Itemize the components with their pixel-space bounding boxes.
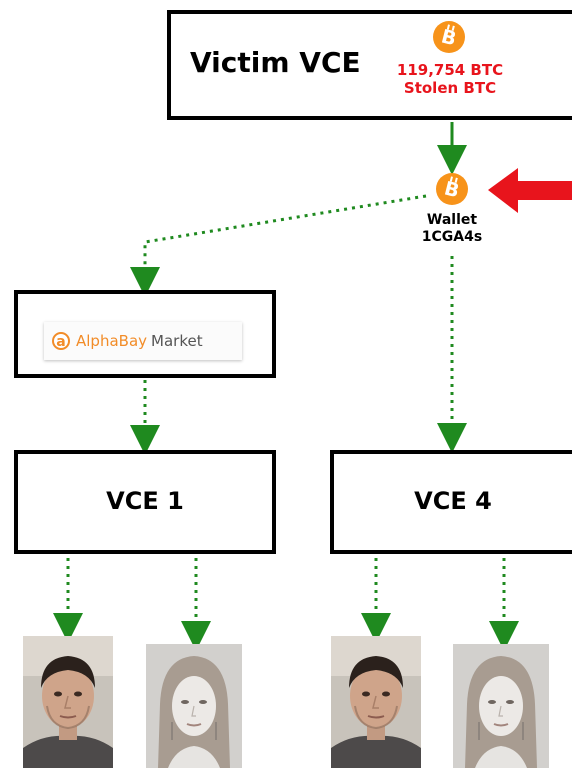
vce1-box <box>14 450 276 554</box>
person-photo-male-2 <box>331 636 421 768</box>
wallet-label: Wallet <box>426 212 478 228</box>
male-face-illustration <box>331 636 421 768</box>
victim-vce-label: Victim VCE <box>190 46 361 79</box>
red-pointer-arrow <box>488 168 572 213</box>
wallet-address: 1CGA4s <box>421 229 483 245</box>
victim-vce-box <box>167 10 572 120</box>
vce4-box <box>330 450 572 554</box>
vce1-label: VCE 1 <box>106 487 184 515</box>
person-photo-male <box>23 636 113 768</box>
female-face-illustration <box>146 644 242 768</box>
male-face-illustration <box>23 636 113 768</box>
alphabay-logo-icon: a <box>52 332 70 350</box>
person-photo-female-2 <box>453 644 549 768</box>
stolen-caption: Stolen BTC <box>403 79 497 97</box>
person-photo-female <box>146 644 242 768</box>
alphabay-market-label: Market <box>151 332 203 350</box>
stolen-amount: 119,754 BTC <box>396 61 504 79</box>
alphabay-name: AlphaBay <box>76 332 148 350</box>
wallet-to-alphabay-arrow <box>130 194 427 297</box>
alphabay-logo: a AlphaBay Market <box>44 322 242 360</box>
vce4-label: VCE 4 <box>414 487 492 515</box>
female-face-illustration <box>453 644 549 768</box>
